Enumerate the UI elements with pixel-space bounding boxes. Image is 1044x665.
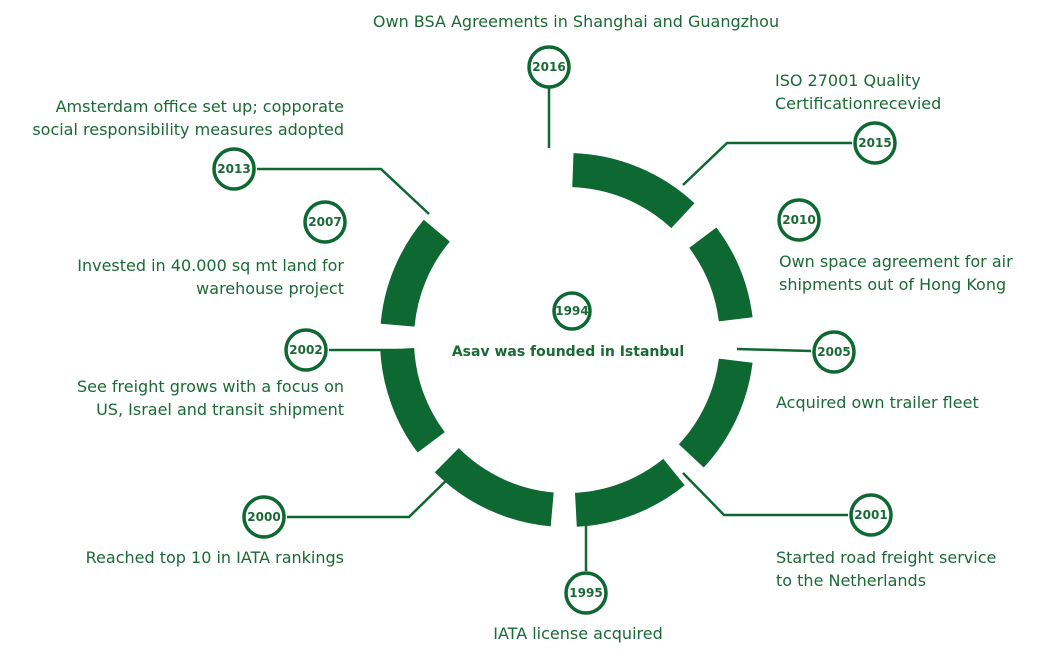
year-badge-circle: [303, 200, 347, 244]
year-badge-text: 2000: [247, 510, 280, 524]
year-badge-text: 2013: [217, 162, 250, 176]
milestone-label-line: Invested in 40.000 sq mt land for: [77, 256, 344, 275]
timeline-ring: [380, 153, 753, 527]
connector-2005: [736, 347, 812, 353]
milestone-label-line: Acquired own trailer fleet: [776, 393, 979, 412]
year-badge-circle: [242, 495, 286, 539]
connector-2001: [682, 472, 848, 517]
milestone-label-line: Own BSA Agreements in Shanghai and Guang…: [373, 12, 779, 31]
ring-segment-7: [380, 219, 451, 328]
ring-segment-6: [380, 347, 446, 453]
year-badge-circle: [812, 330, 856, 374]
connector-2013: [257, 167, 430, 215]
year-badge-2005: 2005: [812, 330, 856, 374]
milestone-label-2005: Acquired own trailer fleet: [776, 393, 979, 412]
milestone-label-line: Started road freight service: [776, 548, 996, 567]
milestone-badges: 2016 2015 2010 2005 2001 1995 2000 2002 2007 2013: [212, 45, 897, 615]
milestone-label-line: IATA license acquired: [493, 624, 663, 643]
ring-segment-2: [688, 227, 753, 322]
year-badge-text: 2007: [308, 215, 341, 229]
year-badge-2000: 2000: [242, 495, 286, 539]
year-badge-2002: 2002: [284, 328, 328, 372]
year-badge-circle: [849, 493, 893, 537]
center-year-text: 1994: [555, 304, 588, 318]
milestone-label-1995: IATA license acquired: [493, 624, 663, 643]
milestone-label-2013: Amsterdam office set up; copporate social…: [32, 97, 344, 139]
milestone-label-line: Amsterdam office set up; copporate: [56, 97, 344, 116]
milestone-label-line: Reached top 10 in IATA rankings: [86, 548, 344, 567]
year-badge-text: 1995: [569, 586, 602, 600]
milestone-label-2010: Own space agreement for air shipments out…: [779, 252, 1013, 294]
year-badge-2007: 2007: [303, 200, 347, 244]
milestone-label-2001: Started road freight service to the Nethe…: [776, 548, 996, 590]
center-label: Asav was founded in Istanbul: [452, 344, 684, 360]
year-badge-circle: [777, 198, 821, 242]
connector-lines: [257, 88, 852, 571]
year-badge-circle: [212, 147, 256, 191]
ring-segment-1: [571, 153, 695, 229]
year-badge-text: 2016: [532, 60, 565, 74]
milestone-label-line: See freight grows with a focus on: [77, 377, 344, 396]
connector-2000: [287, 471, 456, 519]
year-badge-2016: 2016: [527, 45, 571, 89]
year-badge-text: 2015: [858, 136, 891, 150]
milestone-label-line: warehouse project: [196, 279, 344, 298]
year-badge-1995: 1995: [564, 571, 608, 615]
milestone-label-2000: Reached top 10 in IATA rankings: [86, 548, 344, 567]
year-badge-2013: 2013: [212, 147, 256, 191]
milestone-label-line: ISO 27001 Quality: [775, 71, 921, 90]
milestone-label-line: shipments out of Hong Kong: [779, 275, 1006, 294]
year-badge-circle: [853, 121, 897, 165]
milestone-label-line: Certificationrecevied: [775, 94, 941, 113]
milestone-label-line: US, Israel and transit shipment: [96, 400, 344, 419]
year-badge-text: 2001: [854, 508, 887, 522]
milestone-label-line: social responsibility measures adopted: [32, 120, 344, 139]
year-badge-2015: 2015: [853, 121, 897, 165]
year-badge-circle: [284, 328, 328, 372]
milestone-label-2002: See freight grows with a focus on US, Isr…: [77, 377, 344, 419]
year-badge-circle: [527, 45, 571, 89]
milestone-labels: Own BSA Agreements in Shanghai and Guang…: [32, 12, 1013, 643]
ring-segment-5: [434, 447, 555, 527]
year-badge-text: 2010: [782, 213, 815, 227]
center-year-badge: [552, 291, 592, 331]
year-badge-text: 2005: [817, 345, 850, 359]
ring-segment-4: [574, 458, 685, 527]
ring-segment-3: [678, 358, 753, 468]
year-badge-text: 2002: [289, 343, 322, 357]
year-badge-circle: [564, 571, 608, 615]
connector-2015: [682, 141, 852, 186]
year-badge-2001: 2001: [849, 493, 893, 537]
milestone-label-line: Own space agreement for air: [779, 252, 1013, 271]
milestone-label-line: to the Netherlands: [776, 571, 926, 590]
year-badge-2010: 2010: [777, 198, 821, 242]
milestone-label-2016: Own BSA Agreements in Shanghai and Guang…: [373, 12, 779, 31]
milestone-label-2007: Invested in 40.000 sq mt land for warehou…: [77, 256, 344, 298]
